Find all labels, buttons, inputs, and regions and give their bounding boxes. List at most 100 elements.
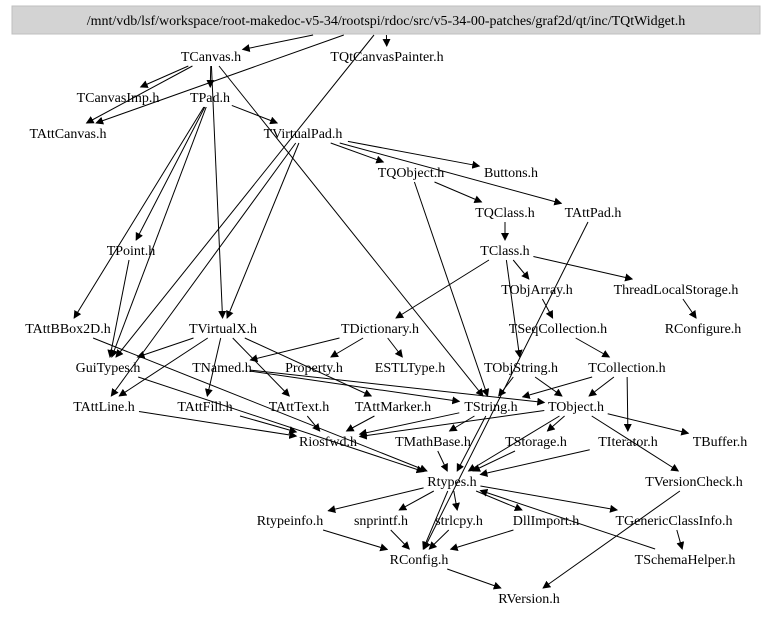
node-tcanvasimp[interactable]: TCanvasImp.h (77, 91, 160, 106)
edge-tclass-to-tobjstring (505, 259, 523, 358)
edge-tnamed-to-tobject (250, 369, 546, 406)
node-estltype[interactable]: ESTLType.h (375, 361, 445, 376)
edge-tcanvas-to-tattcanvas (85, 65, 193, 124)
node-tcollection[interactable]: TCollection.h (588, 361, 665, 376)
edge-rtypeinfo-to-rconfig (322, 529, 389, 552)
edge-dllimport-to-rconfig (449, 529, 514, 552)
node-tqtcanvaspainter[interactable]: TQtCanvasPainter.h (330, 50, 443, 65)
edge-tattfill-to-riosfwd (239, 415, 298, 434)
node-tbuffer[interactable]: TBuffer.h (693, 435, 748, 450)
node-tatttext[interactable]: TAttText.h (269, 400, 330, 415)
edge-tmathbase-to-rtypes (437, 450, 448, 472)
edge-tobject-to-rtypes (467, 415, 560, 472)
node-tstring[interactable]: TString.h (464, 400, 517, 415)
edge-strlcpy-to-rconfig (428, 529, 450, 550)
node-tmathbase[interactable]: TMathBase.h (395, 435, 471, 450)
edge-tobject-to-tbuffer (607, 413, 690, 436)
edge-tstring-to-tmathbase (448, 415, 475, 432)
node-dllimport[interactable]: DllImport.h (513, 514, 580, 529)
root-node[interactable]: /mnt/vdb/lsf/workspace/root-makedoc-v5-3… (11, 5, 761, 35)
node-snprintf[interactable]: snprintf.h (354, 514, 408, 529)
edge-tpad-to-guitypes (110, 106, 207, 358)
edge-tqobject-to-tstring (413, 181, 490, 397)
node-tcanvas[interactable]: TCanvas.h (181, 50, 241, 65)
edge-tstring-to-riosfwd (358, 412, 460, 437)
node-riosfwd[interactable]: Riosfwd.h (299, 435, 357, 450)
node-tdictionary[interactable]: TDictionary.h (341, 322, 419, 337)
edge-tdictionary-to-property (330, 337, 364, 358)
edge-tdictionary-to-tnamed (249, 337, 340, 363)
edge-tseqcollection-to-tcollection (575, 337, 611, 358)
edge-tvirtualpad-to-tattpad (339, 142, 563, 206)
edge-tvirtualpad-to-buttons (347, 140, 481, 169)
edges (73, 34, 697, 590)
node-rconfigure[interactable]: RConfigure.h (665, 322, 742, 337)
edge-tqtwidget-to-guitypes (115, 34, 375, 358)
node-tvirtualx[interactable]: TVirtualX.h (189, 322, 257, 337)
edge-tqobject-to-tqclass (434, 181, 483, 203)
node-tattbbox2d[interactable]: TAttBBox2D.h (25, 322, 111, 337)
node-strlcpy[interactable]: strlcpy.h (435, 514, 483, 529)
node-threadlocalstorage[interactable]: ThreadLocalStorage.h (614, 283, 739, 298)
node-tqclass[interactable]: TQClass.h (475, 206, 535, 221)
node-tschemahelper[interactable]: TSchemaHelper.h (635, 553, 736, 568)
node-tattline[interactable]: TAttLine.h (73, 400, 134, 415)
root-node-box (11, 5, 761, 35)
edge-guitypes-to-rtypes (138, 376, 425, 474)
edge-tattmarker-to-riosfwd (345, 415, 375, 432)
node-tattfill[interactable]: TAttFill.h (177, 400, 232, 415)
node-tvirtualpad[interactable]: TVirtualPad.h (264, 127, 343, 142)
edge-tschemahelper-to-rtypes (479, 488, 656, 550)
node-tattpad[interactable]: TAttPad.h (565, 206, 622, 221)
edge-tvirtualx-to-tattfill (204, 337, 222, 397)
edge-rtypes-to-dllimport (475, 490, 523, 512)
edge-tvirtualx-to-tattmarker (244, 337, 373, 397)
node-property[interactable]: Property.h (285, 361, 343, 376)
edge-tvirtualpad-to-tvirtualx (226, 142, 300, 319)
node-rconfig[interactable]: RConfig.h (390, 553, 449, 568)
node-tclass[interactable]: TClass.h (480, 244, 529, 259)
node-tobjstring[interactable]: TObjString.h (484, 361, 558, 376)
edge-snprintf-to-rconfig (390, 529, 410, 550)
edge-tstorage-to-rtypes (472, 450, 516, 472)
edge-tvirtualpad-to-tattline (110, 142, 297, 397)
edge-tvirtualx-to-tatttext (232, 337, 290, 397)
edge-tcanvas-to-tstring (218, 65, 484, 397)
edge-tobject-to-tversioncheck (591, 415, 680, 472)
edge-titerator-to-rtypes (479, 449, 590, 477)
node-tstorage[interactable]: TStorage.h (505, 435, 567, 450)
edge-tvirtualpad-to-tqobject (330, 142, 385, 164)
edge-rconfig-to-rversion (447, 568, 502, 590)
node-rversion[interactable]: RVersion.h (498, 592, 560, 607)
node-tpad[interactable]: TPad.h (190, 91, 230, 106)
node-tqobject[interactable]: TQObject.h (378, 166, 444, 181)
node-tnamed[interactable]: TNamed.h (192, 361, 251, 376)
node-guitypes[interactable]: GuiTypes.h (76, 361, 141, 376)
edge-tobject-to-riosfwd (358, 409, 545, 440)
node-tpoint[interactable]: TPoint.h (107, 244, 156, 259)
edge-tclass-to-tdictionary (395, 259, 490, 319)
node-buttons[interactable]: Buttons.h (484, 166, 538, 181)
edge-tqtwidget-to-tattcanvas (95, 34, 344, 125)
node-tobject[interactable]: TObject.h (548, 400, 604, 415)
node-titerator[interactable]: TIterator.h (598, 435, 657, 450)
node-tseqcollection[interactable]: TSeqCollection.h (509, 322, 607, 337)
edge-tclass-to-threadlocalstorage (533, 255, 634, 282)
edge-tpad-to-tvirtualpad (231, 104, 279, 125)
edge-tvirtualx-to-guitypes (136, 337, 194, 359)
edge-tobjstring-to-tobject (534, 376, 563, 397)
node-tattmarker[interactable]: TAttMarker.h (355, 400, 431, 415)
node-rtypeinfo[interactable]: Rtypeinfo.h (257, 514, 324, 529)
node-tattcanvas[interactable]: TAttCanvas.h (29, 127, 106, 142)
node-rtypes[interactable]: Rtypes.h (427, 475, 476, 490)
edge-tgenericclassinfo-to-tschemahelper (676, 529, 685, 550)
edge-rtypes-to-snprintf (398, 490, 435, 511)
node-tobjarray[interactable]: TObjArray.h (501, 283, 573, 298)
node-tversioncheck[interactable]: TVersionCheck.h (645, 475, 743, 490)
node-tgenericclassinfo[interactable]: TGenericClassInfo.h (615, 514, 732, 529)
edge-rtypes-to-tgenericclassinfo (480, 485, 619, 513)
edge-tcanvas-to-tcanvasimp (139, 65, 189, 88)
edge-tcollection-to-titerator (623, 376, 632, 432)
edge-tdictionary-to-estltype (387, 337, 403, 358)
